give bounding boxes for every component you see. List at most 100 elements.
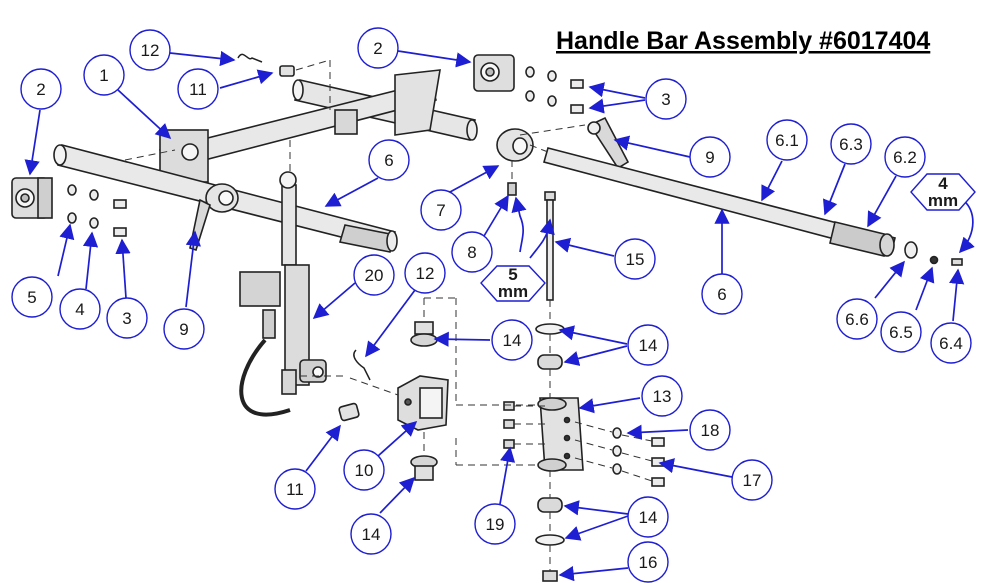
callout-16: 16: [627, 541, 669, 583]
callout-12b: 12: [404, 252, 446, 294]
clevis-bracket: [537, 397, 584, 472]
svg-text:4: 4: [75, 300, 84, 319]
svg-text:12: 12: [141, 41, 160, 60]
svg-text:14: 14: [503, 331, 522, 350]
svg-text:mm: mm: [498, 282, 528, 301]
lower-pin: [338, 402, 360, 422]
svg-text:11: 11: [286, 480, 304, 499]
callout-6-4: 6.4: [930, 322, 972, 364]
callout-19: 19: [474, 503, 516, 545]
svg-text:9: 9: [179, 320, 188, 339]
callout-1: 1: [83, 54, 125, 96]
hex-wrench-labels: 5 mm 4 mm: [480, 173, 976, 302]
svg-text:14: 14: [362, 525, 381, 544]
svg-text:17: 17: [743, 471, 762, 490]
top-hairpin-clip: [237, 53, 263, 63]
callout-12a: 12: [129, 29, 171, 71]
callout-leaders: [24, 50, 975, 582]
svg-text:4: 4: [938, 174, 948, 193]
end-lock-washer: [929, 255, 939, 265]
callout-10: 10: [343, 449, 385, 491]
svg-text:14: 14: [639, 336, 658, 355]
svg-text:6.1: 6.1: [775, 131, 799, 150]
svg-text:18: 18: [701, 421, 720, 440]
top-spacer: [410, 321, 438, 347]
svg-text:13: 13: [653, 387, 672, 406]
svg-text:6.2: 6.2: [893, 148, 917, 167]
svg-text:6.4: 6.4: [939, 334, 963, 353]
callout-7: 7: [420, 189, 462, 231]
svg-text:2: 2: [373, 39, 382, 58]
svg-text:5: 5: [27, 288, 36, 307]
set-screw: [507, 182, 517, 196]
callout-6-6: 6.6: [836, 298, 878, 340]
callout-4: 4: [59, 288, 101, 330]
svg-text:6: 6: [717, 285, 726, 304]
callout-14c: 14: [350, 513, 392, 555]
long-bolt: [544, 191, 556, 301]
hex-label-4mm: 4 mm: [910, 173, 976, 211]
svg-text:11: 11: [189, 80, 207, 99]
hydraulic-cylinder: [239, 171, 327, 417]
svg-text:1: 1: [99, 66, 108, 85]
callout-2a: 2: [357, 27, 399, 69]
svg-text:5: 5: [508, 265, 517, 284]
lower-hairpin-clip: [353, 349, 371, 381]
parts-layer: [11, 53, 963, 582]
bushing-washer-top: [535, 323, 565, 335]
svg-text:16: 16: [639, 553, 658, 572]
right-handle-tube: [543, 147, 896, 257]
bushing-washer-bottom: [535, 534, 565, 546]
svg-text:19: 19: [486, 515, 505, 534]
bottom-spacer: [410, 455, 438, 481]
svg-text:3: 3: [661, 90, 670, 109]
nut-2: [503, 419, 515, 429]
callout-17: 17: [731, 459, 773, 501]
callout-13: 13: [641, 375, 683, 417]
right-pivot-collar: [496, 128, 534, 162]
callout-14d: 14: [627, 496, 669, 538]
svg-text:6: 6: [384, 151, 393, 170]
callout-6b: 6: [701, 273, 743, 315]
left-fasteners: [67, 184, 127, 237]
left-bearing-block: [11, 177, 53, 219]
callout-9b: 9: [163, 308, 205, 350]
end-screw: [951, 258, 963, 266]
right-lever: [587, 116, 630, 170]
nut-3: [503, 439, 515, 449]
side-fasteners: [612, 427, 665, 487]
hex-label-5mm: 5 mm: [480, 265, 546, 302]
callout-2b: 2: [20, 68, 62, 110]
callout-18: 18: [689, 409, 731, 451]
svg-text:6.5: 6.5: [889, 323, 913, 342]
callout-20: 20: [353, 254, 395, 296]
svg-text:8: 8: [467, 243, 476, 262]
dashed-centerlines: [124, 59, 653, 571]
end-washer: [904, 241, 918, 259]
upper-bracket: [334, 69, 441, 136]
callout-14a: 14: [491, 319, 533, 361]
callout-6-5: 6.5: [880, 311, 922, 353]
callout-9a: 9: [689, 136, 731, 178]
bottom-nut: [542, 570, 558, 582]
svg-text:7: 7: [436, 201, 445, 220]
svg-text:3: 3: [122, 309, 131, 328]
callout-6-2: 6.2: [884, 136, 926, 178]
svg-text:9: 9: [705, 148, 714, 167]
svg-text:20: 20: [365, 266, 384, 285]
svg-text:14: 14: [639, 508, 658, 527]
svg-text:mm: mm: [928, 191, 958, 210]
top-pin: [279, 65, 295, 77]
diagram-title: Handle Bar Assembly #6017404: [556, 27, 930, 55]
callout-11b: 11: [274, 468, 316, 510]
callout-balloons: 12 11 1 2 2 3 9 6 7 8 6.1 6.3 6.2 6 15 2…: [11, 27, 972, 583]
callout-6-3: 6.3: [830, 123, 872, 165]
callout-11a: 11: [177, 68, 219, 110]
svg-text:6.3: 6.3: [839, 135, 863, 154]
svg-text:12: 12: [416, 264, 435, 283]
callout-6a: 6: [368, 139, 410, 181]
svg-text:10: 10: [355, 461, 374, 480]
callout-6-1: 6.1: [766, 119, 808, 161]
pivot-block: [397, 375, 449, 431]
